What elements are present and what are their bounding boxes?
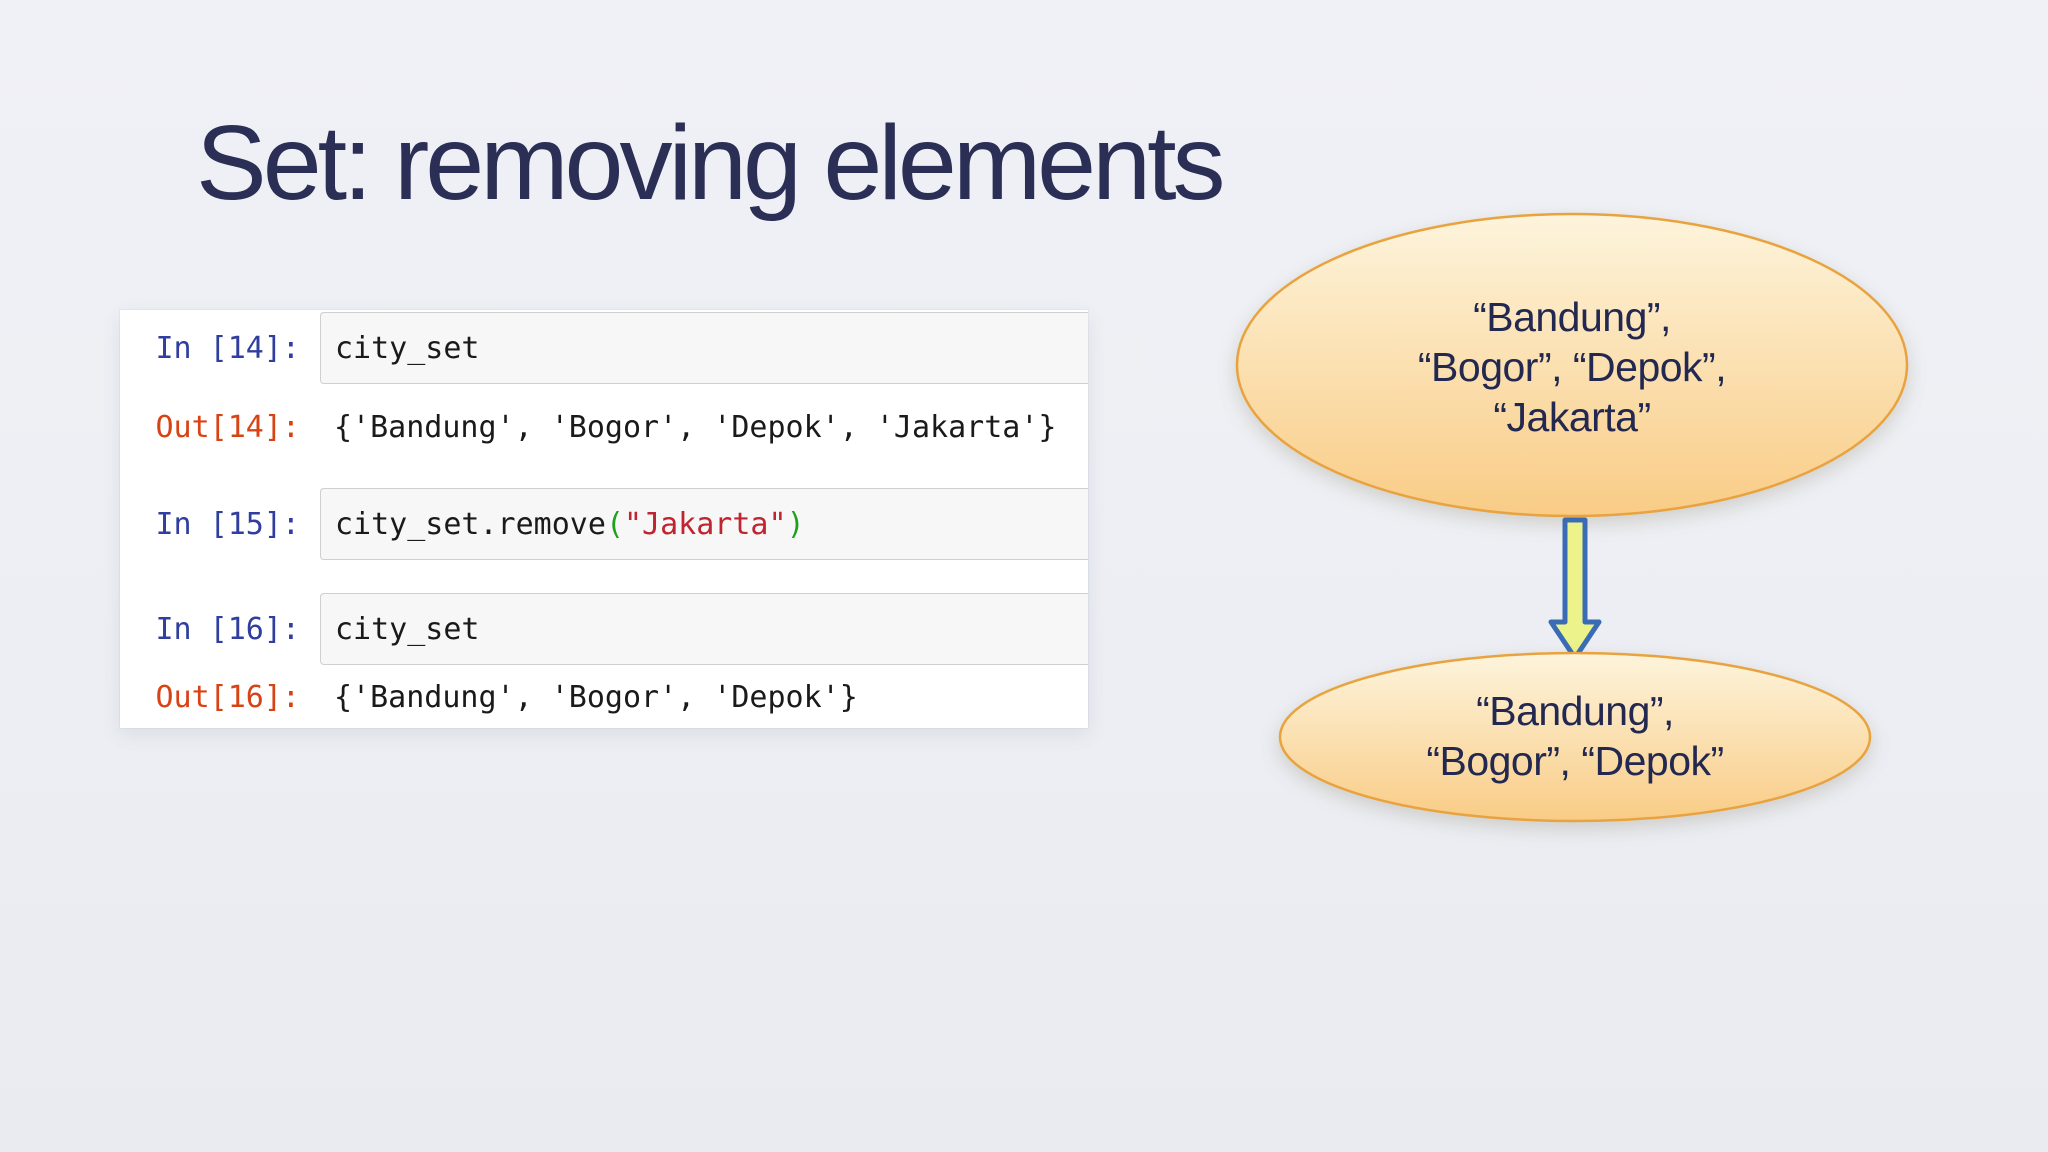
notebook-cell-out16: Out[16]: {'Bandung', 'Bogor', 'Depok'} (120, 673, 1088, 721)
output-text: {'Bandung', 'Bogor', 'Depok', 'Jakarta'} (334, 409, 1057, 445)
after-set-line1: “Bandung”, (1476, 688, 1674, 734)
notebook-cell-in16: In [16]: city_set (120, 593, 1088, 665)
input-prompt: In [15]: (155, 506, 301, 542)
set-diagram (1235, 212, 1909, 823)
input-prompt: In [14]: (155, 330, 301, 366)
before-set-line3: “Jakarta” (1493, 394, 1651, 440)
output-prompt: Out[16]: (155, 679, 301, 715)
code-string-literal: "Jakarta" (624, 506, 787, 542)
before-set-line2: “Bogor”, “Depok”, (1417, 344, 1727, 390)
before-set-label: “Bandung”, “Bogor”, “Depok”, “Jakarta” (1237, 292, 1907, 442)
code-cell: city_set (320, 312, 1088, 384)
code-text: city_set (335, 611, 480, 647)
code-cell: city_set (320, 593, 1088, 665)
code-paren-close: ) (786, 506, 805, 542)
after-set-line2: “Bogor”, “Depok” (1426, 738, 1724, 784)
code-paren-open: ( (605, 506, 624, 542)
code-text: city_set (335, 330, 480, 366)
notebook-screenshot: In [14]: city_set Out[14]: {'Bandung', '… (120, 310, 1088, 728)
notebook-cell-in14: In [14]: city_set (120, 312, 1088, 384)
before-set-line1: “Bandung”, (1473, 294, 1671, 340)
code-cell: city_set.remove("Jakarta") (320, 488, 1088, 560)
output-text: {'Bandung', 'Bogor', 'Depok'} (334, 679, 858, 715)
output-prompt: Out[14]: (155, 409, 301, 445)
code-text: city_set.remove (335, 506, 606, 542)
down-arrow-icon (1548, 517, 1602, 661)
after-set-label: “Bandung”, “Bogor”, “Depok” (1280, 686, 1870, 786)
notebook-cell-in15: In [15]: city_set.remove("Jakarta") (120, 488, 1088, 560)
ellipse-set-before (1235, 212, 1909, 518)
notebook-cell-out14: Out[14]: {'Bandung', 'Bogor', 'Depok', '… (120, 403, 1088, 451)
input-prompt: In [16]: (155, 611, 301, 647)
page-title: Set: removing elements (196, 104, 1226, 222)
ellipse-set-after (1278, 651, 1872, 823)
